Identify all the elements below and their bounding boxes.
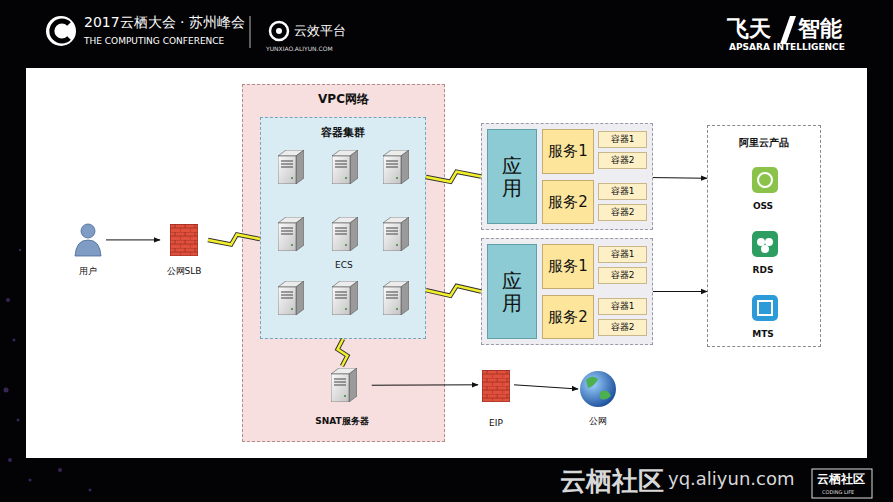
container-box: 容器2 <box>598 267 647 284</box>
firewall-icon <box>170 224 198 256</box>
oss-icon <box>752 167 778 193</box>
container-box: 容器2 <box>598 319 647 336</box>
arrow-path <box>106 239 160 240</box>
node-label: EIP <box>489 418 503 428</box>
globe-icon <box>580 371 616 407</box>
arrow-line <box>372 384 478 385</box>
free-label: yq.aliyun.com <box>668 468 794 489</box>
container-box: 容器1 <box>598 131 647 148</box>
node-label: 公网 <box>589 415 607 428</box>
node-label: 服务2 <box>548 308 588 327</box>
link-bolt <box>426 172 481 182</box>
slash-mark <box>780 16 796 44</box>
link-outline <box>426 286 481 296</box>
arrow-line <box>653 177 707 179</box>
arrow-path <box>372 384 478 385</box>
node-label: 应用 <box>502 155 522 199</box>
container-box: 容器2 <box>598 204 647 221</box>
container-box: 容器1 <box>598 246 647 263</box>
node-label: 容器1 <box>611 185 635 198</box>
node-label: OSS <box>753 201 773 211</box>
arrow-line <box>514 385 578 389</box>
free-label: ECS <box>335 260 353 270</box>
node-label: 容器2 <box>611 206 635 219</box>
node-label: 服务2 <box>548 193 588 212</box>
server-icon <box>331 368 357 402</box>
free-label: 云栖社区 <box>817 471 865 488</box>
node-label: 容器2 <box>611 154 635 167</box>
link-outline <box>338 339 348 366</box>
user-icon <box>75 224 101 256</box>
mts-icon <box>752 295 778 321</box>
divider <box>250 16 251 48</box>
app-group: 应用 服务1 容器1 容器2 服务2 容器1 容器2 <box>481 123 653 230</box>
network-link <box>208 234 260 244</box>
free-label: CODING LIFE <box>822 489 854 495</box>
arrow-path <box>653 291 707 292</box>
node-label: RDS <box>753 265 774 275</box>
node-label: 应用 <box>502 270 522 314</box>
node-label: MTS <box>752 329 774 339</box>
service-box: 服务2 <box>542 295 594 339</box>
arrow-line <box>106 239 160 240</box>
link-bolt <box>426 286 481 296</box>
container-box: 容器2 <box>598 152 647 169</box>
network-link <box>426 172 481 182</box>
conference-logo <box>46 16 76 46</box>
network-link <box>338 339 348 366</box>
free-label: 云效平台 <box>294 22 346 40</box>
node-label: 容器1 <box>611 248 635 261</box>
service-box: 服务1 <box>542 129 594 174</box>
link-bolt <box>208 234 260 244</box>
link-outline <box>426 172 481 182</box>
free-label: 飞天 <box>727 14 771 44</box>
free-label: 2017云栖大会 · 苏州峰会 <box>84 14 245 32</box>
node-label: 容器2 <box>611 269 635 282</box>
node-label: 容器2 <box>611 321 635 334</box>
node-label: 服务1 <box>548 142 588 161</box>
watermark-box <box>812 469 872 498</box>
rds-icon <box>752 231 778 257</box>
firewall-icon <box>482 370 510 402</box>
node-label: 服务1 <box>548 257 588 276</box>
app-box: 应用 <box>487 244 537 339</box>
node-label: 容器1 <box>611 133 635 146</box>
free-label: APSARA INTELLIGENCE <box>729 42 845 52</box>
link-bolt <box>338 339 348 366</box>
container-box: 容器1 <box>598 298 647 315</box>
node-label: 阿里云产品 <box>708 136 820 150</box>
network-link <box>426 286 481 296</box>
arrow-path <box>514 385 578 389</box>
server-icons <box>278 150 409 315</box>
app-group: 应用 服务1 容器1 容器2 服务2 容器1 容器2 <box>481 238 653 345</box>
node-label: 容器集群 <box>261 125 425 140</box>
node-label: SNAT服务器 <box>315 415 368 428</box>
arrow-path <box>653 177 707 179</box>
node-label: VPC网络 <box>243 91 444 108</box>
node-label: 公网SLB <box>167 265 202 278</box>
node-label: 容器1 <box>611 300 635 313</box>
free-label: 云栖社区 <box>560 464 664 499</box>
yunxiao-logo <box>270 22 288 40</box>
white-panel <box>26 68 867 458</box>
free-label: THE COMPUTING CONFERENCE <box>84 36 224 46</box>
service-box: 服务1 <box>542 244 594 289</box>
free-label: YUNXIAO.ALIYUN.COM <box>266 45 333 52</box>
container-box: 容器1 <box>598 183 647 200</box>
link-outline <box>208 234 260 244</box>
free-label: 智能 <box>798 14 842 44</box>
arrow-line <box>653 291 707 292</box>
node-label: 用户 <box>79 265 97 278</box>
app-box: 应用 <box>487 129 537 224</box>
service-box: 服务2 <box>542 180 594 224</box>
